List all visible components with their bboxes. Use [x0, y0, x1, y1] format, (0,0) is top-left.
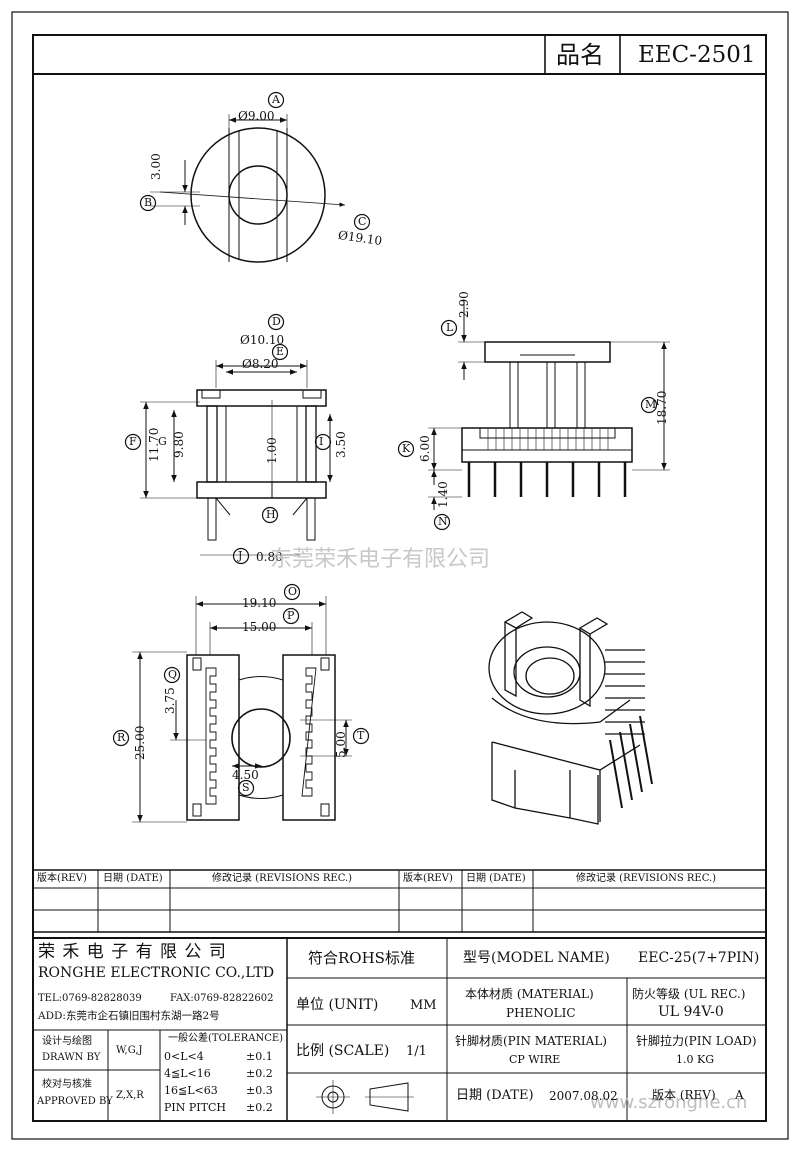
dim-value-a: Ø9.00	[238, 109, 275, 123]
dim-label-h: H	[266, 508, 276, 521]
watermark-company: 东莞荣禾电子有限公司	[270, 547, 491, 572]
dim-value-n: 1.40	[436, 481, 450, 508]
dim-label-s: S	[242, 781, 250, 794]
model-label: 型号(MODEL NAME)	[463, 950, 610, 966]
company-name-en: RONGHE ELECTRONIC CO.,LTD	[38, 965, 275, 981]
dim-label-t: T	[357, 729, 365, 742]
watermark-url: www.szronghe.cn	[590, 1092, 748, 1113]
side-view	[397, 300, 670, 531]
tolerance-value-3: ±0.3	[246, 1084, 273, 1097]
top-view	[139, 91, 371, 263]
company-name-cn: 荣 禾 电 子 有 限 公 司	[38, 942, 227, 962]
dim-label-b: B	[144, 196, 153, 209]
dim-value-l: 2.90	[457, 291, 471, 318]
dim-value-t: 5.00	[334, 731, 348, 758]
tolerance-range-2: 4≦L<16	[164, 1067, 211, 1080]
dim-label-j: J	[238, 549, 243, 562]
drawn-by-en: DRAWN BY	[42, 1052, 101, 1063]
unit-value: MM	[410, 998, 437, 1013]
dim-value-m: 18.70	[655, 390, 669, 425]
tolerance-range-1: 0<L<4	[164, 1050, 204, 1063]
scale-value: 1/1	[406, 1044, 427, 1059]
dim-value-s: 4.50	[232, 768, 259, 782]
tolerance-value-4: ±0.2	[246, 1101, 273, 1114]
dim-label-d: D	[272, 315, 281, 328]
dim-value-p: 15.00	[242, 620, 277, 634]
dim-value-d: Ø10.10	[240, 333, 285, 347]
front-view	[124, 313, 333, 565]
rev-header-rev-1: 版本(REV)	[37, 873, 87, 884]
projection-symbol	[316, 1080, 414, 1114]
dim-value-o: 19.10	[242, 596, 277, 610]
rev-header-date-2: 日期 (DATE)	[466, 873, 526, 884]
drawn-by-cn: 设计与绘图	[42, 1036, 92, 1047]
dim-value-i: 3.50	[334, 431, 348, 458]
dim-label-n: N	[438, 515, 448, 528]
dim-label-k: K	[402, 442, 411, 455]
title-block	[33, 937, 766, 1121]
tolerance-range-3: 16≦L<63	[164, 1084, 218, 1097]
company-address: ADD:东莞市企石镇旧围村东湖一路2号	[38, 1010, 220, 1022]
approved-by-en: APPROVED BY	[37, 1096, 113, 1107]
rohs-label: 符合ROHS标准	[308, 949, 415, 967]
dim-label-m: M	[645, 398, 657, 411]
company-tel: TEL:0769-82828039	[38, 993, 142, 1004]
isometric-view	[488, 611, 653, 825]
dim-value-k: 6.00	[418, 435, 432, 462]
pin-load-label: 针脚拉力(PIN LOAD)	[636, 1034, 757, 1048]
dim-label-o: O	[288, 585, 298, 598]
dim-label-f: F	[129, 435, 137, 448]
dim-value-h: 1.00	[265, 437, 279, 464]
part-number: EEC-2501	[638, 42, 756, 68]
dim-value-b: 3.00	[149, 153, 163, 180]
tolerance-title: 一般公差(TOLERANCE)	[168, 1033, 284, 1044]
frame-border	[32, 34, 767, 1122]
dim-label-i: I	[319, 435, 324, 448]
dim-value-e: Ø8.20	[242, 357, 279, 371]
rev-header-rev-2: 版本(REV)	[403, 873, 453, 884]
revision-table	[32, 869, 767, 933]
dim-value-q: 3.75	[163, 687, 177, 714]
dim-value-r: 25.00	[133, 725, 147, 760]
material-value: PHENOLIC	[506, 1006, 576, 1020]
material-label: 本体材质 (MATERIAL)	[465, 987, 594, 1001]
ul-value: UL 94V-0	[658, 1004, 724, 1020]
rev-label: 版本 (REV)	[652, 1088, 716, 1102]
model-value: EEC-25(7+7PIN)	[638, 950, 760, 966]
bottom-view	[112, 583, 370, 823]
rev-header-rec-1: 修改记录 (REVISIONS REC.)	[212, 873, 353, 884]
dim-label-g: G	[158, 435, 167, 448]
part-name-label: 品名	[556, 41, 604, 69]
ul-label: 防火等级 (UL REC.)	[632, 987, 746, 1001]
drawn-by-value: W,G,J	[116, 1045, 143, 1056]
pin-material-value: CP WIRE	[509, 1053, 561, 1066]
rev-header-rec-2: 修改记录 (REVISIONS REC.)	[576, 873, 717, 884]
approved-by-cn: 校对与核准	[42, 1079, 92, 1090]
tolerance-range-4: PIN PITCH	[164, 1101, 226, 1114]
company-fax: FAX:0769-82822602	[170, 993, 274, 1004]
outer-border	[11, 11, 789, 1140]
dim-label-p: P	[287, 609, 295, 622]
tolerance-value-2: ±0.2	[246, 1067, 273, 1080]
pin-material-label: 针脚材质(PIN MATERIAL)	[455, 1034, 607, 1048]
dim-value-g: 9.80	[172, 431, 186, 458]
dim-label-q: Q	[168, 668, 178, 681]
approved-by-value: Z,X,R	[116, 1090, 144, 1101]
date-label: 日期 (DATE)	[456, 1088, 534, 1103]
rev-header-date-1: 日期 (DATE)	[103, 873, 163, 884]
scale-label: 比例 (SCALE)	[296, 1043, 390, 1059]
dim-label-a: A	[272, 93, 280, 106]
tolerance-value-1: ±0.1	[246, 1050, 273, 1063]
pin-load-value: 1.0 KG	[676, 1053, 714, 1066]
dim-value-j: 0.80	[256, 550, 283, 564]
dim-label-r: R	[117, 731, 126, 744]
dim-label-e: E	[276, 345, 285, 358]
dim-label-c: C	[358, 215, 367, 228]
rev-value: A	[735, 1088, 744, 1102]
unit-label: 单位 (UNIT)	[296, 997, 379, 1013]
date-value: 2007.08.02	[549, 1089, 618, 1103]
dim-label-l: L	[446, 321, 454, 334]
